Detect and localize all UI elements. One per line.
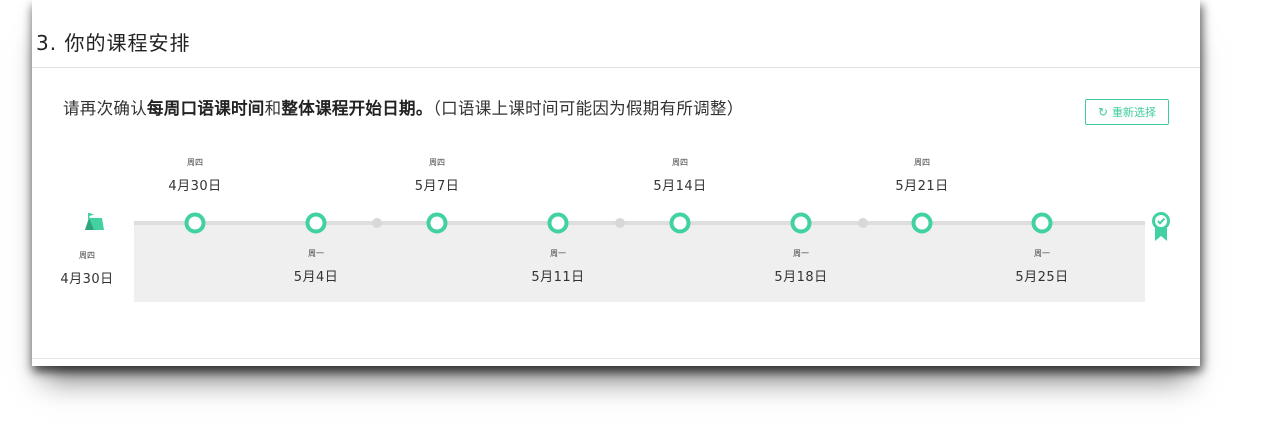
timeline-node-thu-1 xyxy=(184,212,206,234)
timeline-dot xyxy=(372,218,382,228)
top-label: 周四 5月14日 xyxy=(653,158,706,194)
bottom-divider xyxy=(32,358,1200,359)
timeline-dot xyxy=(858,218,868,228)
weekday-label: 周一 xyxy=(549,249,566,258)
flag-start-icon xyxy=(82,210,106,238)
reselect-button[interactable]: ↻ 重新选择 xyxy=(1085,99,1169,125)
course-schedule-card: 3. 你的课程安排 请再次确认每周口语课时间和整体课程开始日期。（口语课上课时间… xyxy=(32,0,1200,366)
bottom-label: 周一 5月11日 xyxy=(531,249,584,285)
instruction-part1: 请再次确认 xyxy=(63,99,147,118)
instruction-note: （口语课上课时间可能因为假期有所调整） xyxy=(432,99,744,118)
bottom-label: 周一 5月25日 xyxy=(1015,249,1068,285)
timeline-node-mon-4 xyxy=(1031,212,1053,234)
weekday-label: 周四 xyxy=(428,158,445,167)
divider xyxy=(32,67,1200,68)
timeline-line xyxy=(134,221,1145,225)
award-badge-icon xyxy=(1151,210,1171,246)
bottom-label: 周一 5月4日 xyxy=(294,249,339,285)
weekday-label: 周四 xyxy=(671,158,688,167)
date-label: 5月18日 xyxy=(774,270,828,285)
bottom-label: 周一 5月18日 xyxy=(774,249,827,285)
timeline-node-thu-3 xyxy=(669,212,691,234)
timeline-node-mon-3 xyxy=(790,212,812,234)
refresh-icon: ↻ xyxy=(1097,105,1109,119)
date-label: 5月25日 xyxy=(1015,270,1069,285)
weekday-label: 周四 xyxy=(186,158,203,167)
timeline-node-mon-2 xyxy=(547,212,569,234)
timeline-node-thu-4 xyxy=(911,212,933,234)
weekday-label: 周一 xyxy=(792,249,809,258)
instruction-text: 请再次确认每周口语课时间和整体课程开始日期。（口语课上课时间可能因为假期有所调整… xyxy=(63,95,744,119)
instruction-bold-weekly-time: 每周口语课时间 xyxy=(147,99,265,118)
start-label: 周四 4月30日 xyxy=(60,251,113,287)
start-date: 4月30日 xyxy=(60,272,114,287)
timeline-track xyxy=(134,223,1145,302)
instruction-part2: 和 xyxy=(264,99,282,118)
date-label: 5月11日 xyxy=(531,270,585,285)
section-title: 3. 你的课程安排 xyxy=(36,31,191,55)
weekday-label: 周一 xyxy=(307,249,324,258)
timeline-node-thu-2 xyxy=(426,212,448,234)
timeline-dot xyxy=(615,218,625,228)
date-label: 4月30日 xyxy=(168,179,222,194)
weekday-label: 周一 xyxy=(1033,249,1050,258)
instruction-bold-start-date: 整体课程开始日期。 xyxy=(281,99,433,118)
weekday-label: 周四 xyxy=(913,158,930,167)
top-label: 周四 5月7日 xyxy=(415,158,460,194)
top-label: 周四 4月30日 xyxy=(168,158,221,194)
reselect-label: 重新选择 xyxy=(1112,106,1157,119)
start-weekday: 周四 xyxy=(78,251,95,260)
date-label: 5月14日 xyxy=(653,179,707,194)
date-label: 5月21日 xyxy=(895,179,949,194)
timeline-node-mon-1 xyxy=(305,212,327,234)
date-label: 5月4日 xyxy=(293,270,339,285)
top-label: 周四 5月21日 xyxy=(895,158,948,194)
date-label: 5月7日 xyxy=(414,179,460,194)
